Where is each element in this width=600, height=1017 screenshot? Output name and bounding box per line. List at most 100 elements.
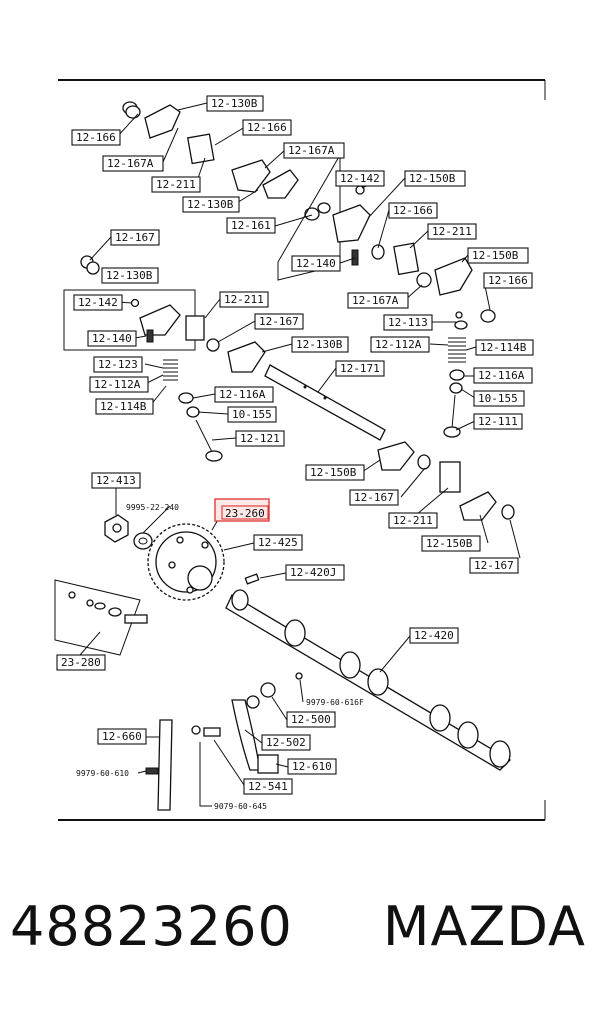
label-12-130b-b[interactable]: 12-130B [182, 196, 240, 213]
label-12-116a-a[interactable]: 12-116A [473, 367, 533, 384]
label-12-167-d[interactable]: 12-167 [469, 557, 519, 574]
label-12-166-c[interactable]: 12-166 [388, 202, 438, 219]
svg-text:12-167A: 12-167A [352, 294, 399, 307]
svg-text:10-155: 10-155 [232, 408, 272, 421]
svg-text:12-140: 12-140 [92, 332, 132, 345]
svg-text:12-425: 12-425 [258, 536, 298, 549]
lower-right-rocker-parts [377, 441, 515, 521]
label-23-260-highlighted[interactable]: 23-260 [214, 498, 270, 522]
label-12-610[interactable]: 12-610 [287, 758, 337, 775]
svg-text:12-123: 12-123 [98, 358, 138, 371]
caption: 48823260 MAZDA [0, 895, 600, 985]
label-12-211-b[interactable]: 12-211 [427, 223, 477, 240]
label-12-130b-c[interactable]: 12-130B [101, 267, 159, 284]
label-12-112a-b[interactable]: 12-112A [89, 376, 149, 393]
group-outline-left [63, 289, 196, 351]
label-12-167a-a[interactable]: 12-167A [102, 155, 164, 172]
label-12-167a-c[interactable]: 12-167A [347, 292, 409, 309]
svg-text:12-142: 12-142 [78, 296, 118, 309]
svg-text:12-113: 12-113 [388, 316, 428, 329]
svg-text:12-420: 12-420 [414, 629, 454, 642]
bolt-9979-60-610 [145, 767, 159, 775]
label-12-167-b[interactable]: 12-167 [254, 313, 304, 330]
svg-text:12-130B: 12-130B [187, 198, 234, 211]
plain-label-9979-60-616f[interactable]: 9979-60-616F [306, 698, 364, 707]
label-23-280[interactable]: 23-280 [56, 654, 106, 671]
label-10-155-a[interactable]: 10-155 [473, 390, 525, 407]
svg-text:12-166: 12-166 [393, 204, 433, 217]
label-12-167-a[interactable]: 12-167 [110, 229, 160, 246]
part-number: 48823260 [10, 895, 293, 958]
label-12-111[interactable]: 12-111 [473, 413, 523, 430]
svg-text:10-155: 10-155 [478, 392, 518, 405]
svg-text:23-260: 23-260 [225, 507, 265, 520]
svg-text:12-116A: 12-116A [219, 388, 266, 401]
svg-text:12-167A: 12-167A [288, 144, 335, 157]
camshaft [225, 573, 512, 771]
label-12-121[interactable]: 12-121 [235, 430, 285, 447]
svg-text:12-211: 12-211 [156, 178, 196, 191]
label-12-114b-a[interactable]: 12-114B [475, 339, 534, 356]
label-12-211-a[interactable]: 12-211 [151, 176, 201, 193]
label-12-171[interactable]: 12-171 [335, 360, 385, 377]
label-12-161[interactable]: 12-161 [226, 217, 276, 234]
label-12-150b-a[interactable]: 12-150B [404, 170, 466, 187]
label-12-113[interactable]: 12-113 [383, 314, 433, 331]
part-labels: 12-130B 12-166 12-166 12-167A 12-167A 12… [56, 95, 534, 795]
label-12-166-a[interactable]: 12-166 [71, 129, 121, 146]
label-12-413[interactable]: 12-413 [91, 472, 141, 489]
svg-text:12-111: 12-111 [478, 415, 518, 428]
svg-text:12-171: 12-171 [340, 362, 380, 375]
label-12-167-c[interactable]: 12-167 [349, 489, 399, 506]
upper-rocker-shaft [122, 101, 331, 221]
label-12-114b-b[interactable]: 12-114B [95, 398, 154, 415]
tensioner-guide [257, 754, 279, 774]
label-12-167a-b[interactable]: 12-167A [283, 142, 345, 159]
right-valve-assembly [443, 311, 468, 438]
svg-text:12-112A: 12-112A [375, 338, 422, 351]
svg-text:12-150B: 12-150B [426, 537, 473, 550]
svg-text:12-130B: 12-130B [296, 338, 343, 351]
svg-text:12-166: 12-166 [488, 274, 528, 287]
plain-label-9979-60-610[interactable]: 9979-60-610 [76, 769, 129, 778]
label-12-142-b[interactable]: 12-142 [73, 294, 123, 311]
label-12-142-a[interactable]: 12-142 [335, 170, 385, 187]
svg-text:12-610: 12-610 [292, 760, 332, 773]
label-12-166-d[interactable]: 12-166 [483, 272, 533, 289]
label-12-112a-a[interactable]: 12-112A [370, 336, 430, 353]
svg-text:12-142: 12-142 [340, 172, 380, 185]
svg-text:12-150B: 12-150B [472, 249, 519, 262]
svg-text:12-114B: 12-114B [100, 400, 147, 413]
plain-label-9995-22-240[interactable]: 9995-22-240 [126, 503, 179, 512]
plain-label-9079-60-645[interactable]: 9079-60-645 [214, 802, 267, 811]
svg-text:12-420J: 12-420J [290, 566, 336, 579]
label-12-140-b[interactable]: 12-140 [87, 330, 137, 347]
label-12-420[interactable]: 12-420 [409, 627, 459, 644]
label-12-130b-d[interactable]: 12-130B [291, 336, 349, 353]
label-12-140-a[interactable]: 12-140 [291, 255, 341, 272]
label-12-420j[interactable]: 12-420J [285, 564, 345, 581]
svg-text:12-167: 12-167 [474, 559, 514, 572]
svg-text:12-167: 12-167 [259, 315, 299, 328]
label-12-660[interactable]: 12-660 [97, 728, 147, 745]
label-12-211-d[interactable]: 12-211 [388, 512, 438, 529]
label-12-166-b[interactable]: 12-166 [242, 119, 292, 136]
label-12-150b-b[interactable]: 12-150B [467, 247, 529, 264]
label-10-155-b[interactable]: 10-155 [227, 406, 277, 423]
brand-name: MAZDA [382, 895, 586, 958]
label-12-425[interactable]: 12-425 [253, 534, 303, 551]
label-12-150b-c[interactable]: 12-150B [305, 464, 365, 481]
label-12-116a-b[interactable]: 12-116A [214, 386, 274, 403]
rocker-shaft-12-171 [264, 364, 386, 441]
label-12-500[interactable]: 12-500 [286, 711, 336, 728]
label-12-150b-d[interactable]: 12-150B [421, 535, 481, 552]
label-12-541[interactable]: 12-541 [243, 778, 293, 795]
tensioner-small-parts [68, 591, 148, 624]
label-12-502[interactable]: 12-502 [261, 734, 311, 751]
svg-text:12-112A: 12-112A [94, 378, 141, 391]
svg-text:12-211: 12-211 [432, 225, 472, 238]
label-12-130b-a[interactable]: 12-130B [206, 95, 264, 112]
label-12-211-c[interactable]: 12-211 [219, 291, 269, 308]
label-12-123[interactable]: 12-123 [93, 356, 143, 373]
